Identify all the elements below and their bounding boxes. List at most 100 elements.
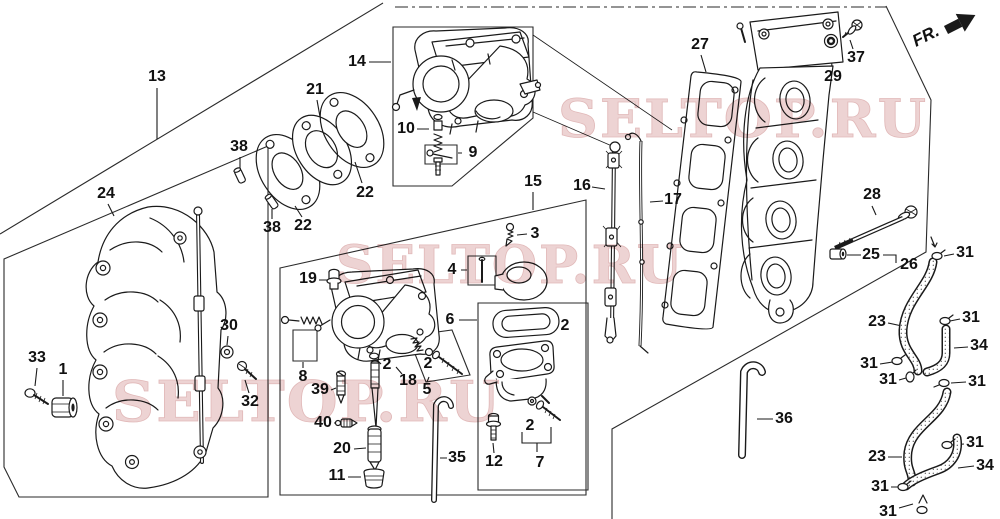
callout-40: 40 xyxy=(314,414,332,431)
float-chamber-6 xyxy=(484,340,555,404)
sealing-plug-19 xyxy=(326,268,342,290)
callout-19: 19 xyxy=(299,270,317,287)
callout-31: 31 xyxy=(860,355,878,372)
dowel-pin-38-upper xyxy=(233,167,246,184)
callout-31: 31 xyxy=(879,371,897,388)
water-hose-34-upper xyxy=(922,324,951,377)
washer-2-and-needle-18 xyxy=(368,352,380,429)
fr-label: FR. xyxy=(909,21,942,50)
main-jet-cap-11 xyxy=(363,468,385,489)
bolt-37 xyxy=(842,19,863,38)
callout-16: 16 xyxy=(573,177,591,194)
hose-clips-31 xyxy=(891,236,956,515)
callout-31: 31 xyxy=(956,244,974,261)
callout-31: 31 xyxy=(962,309,980,326)
group-6-box xyxy=(477,302,589,491)
callout-9: 9 xyxy=(469,144,478,161)
carburetor-gasket-22-right xyxy=(319,92,385,168)
orientation-arrow-icon xyxy=(412,97,421,111)
callout-34: 34 xyxy=(970,337,988,354)
float-valve-3 xyxy=(505,222,515,247)
callout-21: 21 xyxy=(306,81,324,98)
callout-23: 23 xyxy=(868,448,886,465)
insulator-21 xyxy=(291,114,353,186)
callout-29: 29 xyxy=(824,68,842,85)
callout-1: 1 xyxy=(59,361,68,378)
group-24-box xyxy=(3,145,269,498)
fr-direction-indicator: FR. xyxy=(909,13,976,51)
link-wire-35 xyxy=(431,396,454,503)
group-15-box xyxy=(279,199,587,496)
callout-38: 38 xyxy=(263,219,281,236)
screw-set-9 xyxy=(426,149,453,159)
callout-35: 35 xyxy=(448,449,466,466)
assembly-group-outlines xyxy=(0,2,932,519)
callout-37: 37 xyxy=(847,49,865,66)
callout-26: 26 xyxy=(900,256,918,273)
callout-31: 31 xyxy=(966,434,984,451)
jet-set-10 xyxy=(433,113,443,176)
main-nozzle-20 xyxy=(367,425,382,471)
mounting-rubber-1 xyxy=(51,397,78,418)
water-hose-23-upper xyxy=(898,257,938,376)
callout-10: 10 xyxy=(397,120,415,137)
watermark-text: SELTOP.RU xyxy=(558,89,928,150)
callout-24: 24 xyxy=(97,185,115,202)
intake-cover-illustration xyxy=(85,205,227,489)
group-7-bracket xyxy=(521,427,552,452)
screw-39 xyxy=(335,370,347,404)
choke-link-rod-17 xyxy=(624,132,649,354)
group-14-box xyxy=(392,26,534,187)
callout-28: 28 xyxy=(863,186,881,203)
callout-14: 14 xyxy=(348,53,366,70)
callout-7: 7 xyxy=(536,454,545,471)
callout-22: 22 xyxy=(356,184,374,201)
callout-2: 2 xyxy=(526,417,535,434)
group-9-box xyxy=(424,144,458,165)
callout-5: 5 xyxy=(423,381,432,398)
callout-30: 30 xyxy=(220,317,238,334)
fr-arrow-icon xyxy=(943,18,963,35)
float-pin-and-float-4 xyxy=(478,256,548,301)
callout-25: 25 xyxy=(862,246,880,263)
callout-6: 6 xyxy=(446,311,455,328)
group-8-box xyxy=(292,329,318,362)
manifold-gasket-27 xyxy=(661,71,742,330)
group-right-boundary xyxy=(611,5,932,519)
cover-bolt-lugs xyxy=(92,231,207,470)
callout-15: 15 xyxy=(524,173,542,190)
nut-30 xyxy=(220,345,234,359)
intake-manifold-illustration xyxy=(736,11,844,324)
callout-34: 34 xyxy=(976,457,994,474)
callout-8: 8 xyxy=(299,368,308,385)
carburetor-top-illustration xyxy=(391,27,542,135)
throttle-link-rod-16 xyxy=(602,141,623,344)
bolt-28 xyxy=(834,205,918,251)
screw-spring-set-8 xyxy=(280,315,323,325)
bolt-12 xyxy=(485,412,502,441)
callout-3: 3 xyxy=(531,225,540,242)
callout-38: 38 xyxy=(230,138,248,155)
callout-36: 36 xyxy=(775,410,793,427)
callout-11: 11 xyxy=(329,467,346,484)
watermark-text: SELTOP.RU xyxy=(112,369,502,435)
callout-32: 32 xyxy=(241,393,259,410)
group-13-boundary xyxy=(0,2,384,235)
callout-2: 2 xyxy=(383,356,392,373)
screw-set-5-contents xyxy=(410,337,463,375)
water-hose-34-lower xyxy=(901,433,963,491)
callout-31: 31 xyxy=(871,478,889,495)
callout-13: 13 xyxy=(148,68,166,85)
callout-12: 12 xyxy=(485,453,503,470)
bolt-33 xyxy=(24,388,49,405)
callout-2: 2 xyxy=(424,355,433,372)
manifold-ports xyxy=(760,80,811,296)
callout-33: 33 xyxy=(28,349,46,366)
bolt-32 xyxy=(236,360,257,380)
spacer-25 xyxy=(829,248,847,260)
chamber-gasket-2 xyxy=(492,307,560,338)
callout-20: 20 xyxy=(333,440,351,457)
